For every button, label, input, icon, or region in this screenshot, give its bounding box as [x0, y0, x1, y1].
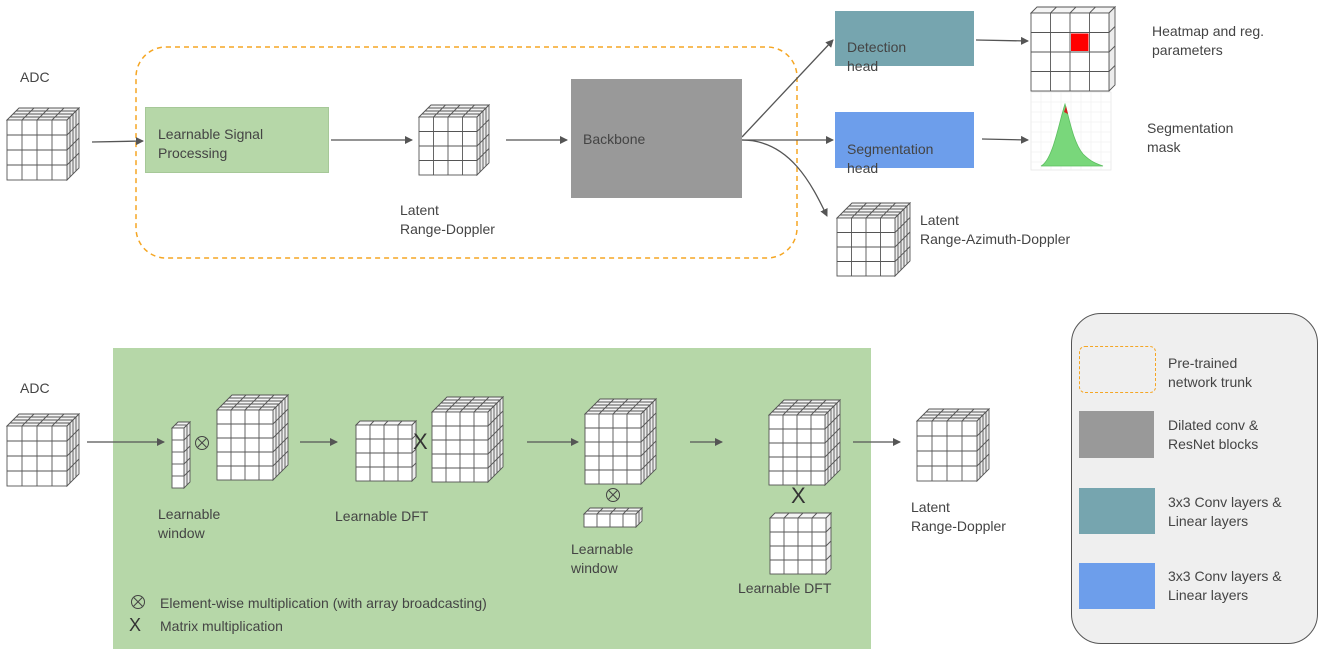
- adc-cube-top: [5, 106, 81, 182]
- matmul-symbol-1: X: [413, 429, 428, 454]
- top-latent-rd-label: Latent Range-Doppler: [400, 202, 495, 237]
- detection-head-label: Detection head: [847, 39, 907, 74]
- learnable-dft-2-matrix: [768, 511, 833, 576]
- learnable-window-1-label: Learnable window: [158, 506, 221, 541]
- learnable-dft-2-label: Learnable DFT: [738, 580, 832, 596]
- dft-1-data-cube: [430, 395, 505, 484]
- learnable-window-2-label: Learnable window: [571, 541, 634, 576]
- note-matmul-symbol: X: [129, 615, 142, 635]
- backbone-label: Backbone: [583, 131, 646, 147]
- learnable-dft-1-matrix: [354, 419, 418, 483]
- latent-rd-cube-top: [417, 103, 491, 177]
- heatmap-label: Heatmap and reg. parameters: [1152, 23, 1265, 58]
- segmentation-mask-image: [1030, 91, 1112, 171]
- legend-label-detection: 3x3 Conv layers & Linear layers: [1168, 494, 1282, 529]
- segmentation-head-box: Segmentation head: [835, 112, 974, 176]
- elementwise-mult-icon: [131, 595, 145, 609]
- legend-swatch-segmentation: [1079, 563, 1155, 609]
- legend-swatch-trunk: [1079, 346, 1156, 393]
- latent-rad-label: Latent Range-Azimuth-Doppler: [920, 212, 1071, 247]
- latent-rd-cube-bottom: [915, 407, 991, 483]
- arrow-detection-to-heatmap: [975, 36, 1029, 45]
- elementwise-mult-icon: [195, 436, 209, 450]
- dft-2-data-cube: [767, 398, 842, 487]
- bottom-adc-label: ADC: [20, 380, 50, 396]
- arrow-backbone-to-rad: [741, 139, 828, 217]
- arrow-adc-to-lsp: [91, 137, 144, 146]
- note-elementwise: Element-wise multiplication (with array …: [160, 595, 487, 611]
- legend-label-trunk: Pre-trained network trunk: [1168, 355, 1253, 390]
- segmentation-head-label: Segmentation head: [847, 141, 934, 176]
- legend-label-segmentation: 3x3 Conv layers & Linear layers: [1168, 568, 1282, 603]
- matmul-symbol-2: X: [791, 483, 806, 508]
- heatmap-grid: [1029, 5, 1117, 93]
- top-adc-label: ADC: [20, 69, 50, 85]
- segmentation-mask-label: Segmentation mask: [1147, 120, 1234, 155]
- heatmap-peak-cell: [1071, 33, 1089, 51]
- window-1-data-cube: [215, 393, 290, 482]
- legend-swatch-detection: [1079, 488, 1155, 534]
- elementwise-mult-icon: [606, 488, 620, 502]
- learnable-window-1-vector: [170, 420, 192, 490]
- learnable-dft-1-label: Learnable DFT: [335, 508, 429, 524]
- learnable-window-2-vector: [582, 506, 644, 529]
- dft-1-output-cube: [583, 397, 658, 486]
- legend-label-backbone: Dilated conv & ResNet blocks: [1168, 417, 1259, 452]
- adc-cube-bottom: [5, 412, 81, 488]
- learnable-signal-processing-label: Learnable Signal Processing: [158, 126, 264, 161]
- bottom-latent-rd-label: Latent Range-Doppler: [911, 499, 1006, 534]
- pretrained-trunk-outline: [135, 46, 798, 259]
- arrow-segmentation-to-mask: [981, 135, 1029, 144]
- arrow-backbone-to-detection: [741, 39, 834, 138]
- backbone-box: Backbone: [571, 79, 742, 198]
- latent-rad-cube: [835, 201, 912, 278]
- learnable-signal-processing-box: Learnable Signal Processing: [145, 107, 329, 173]
- note-matmul: Matrix multiplication: [160, 618, 283, 634]
- detection-head-box: Detection head: [835, 11, 974, 74]
- legend-swatch-backbone: [1079, 411, 1154, 458]
